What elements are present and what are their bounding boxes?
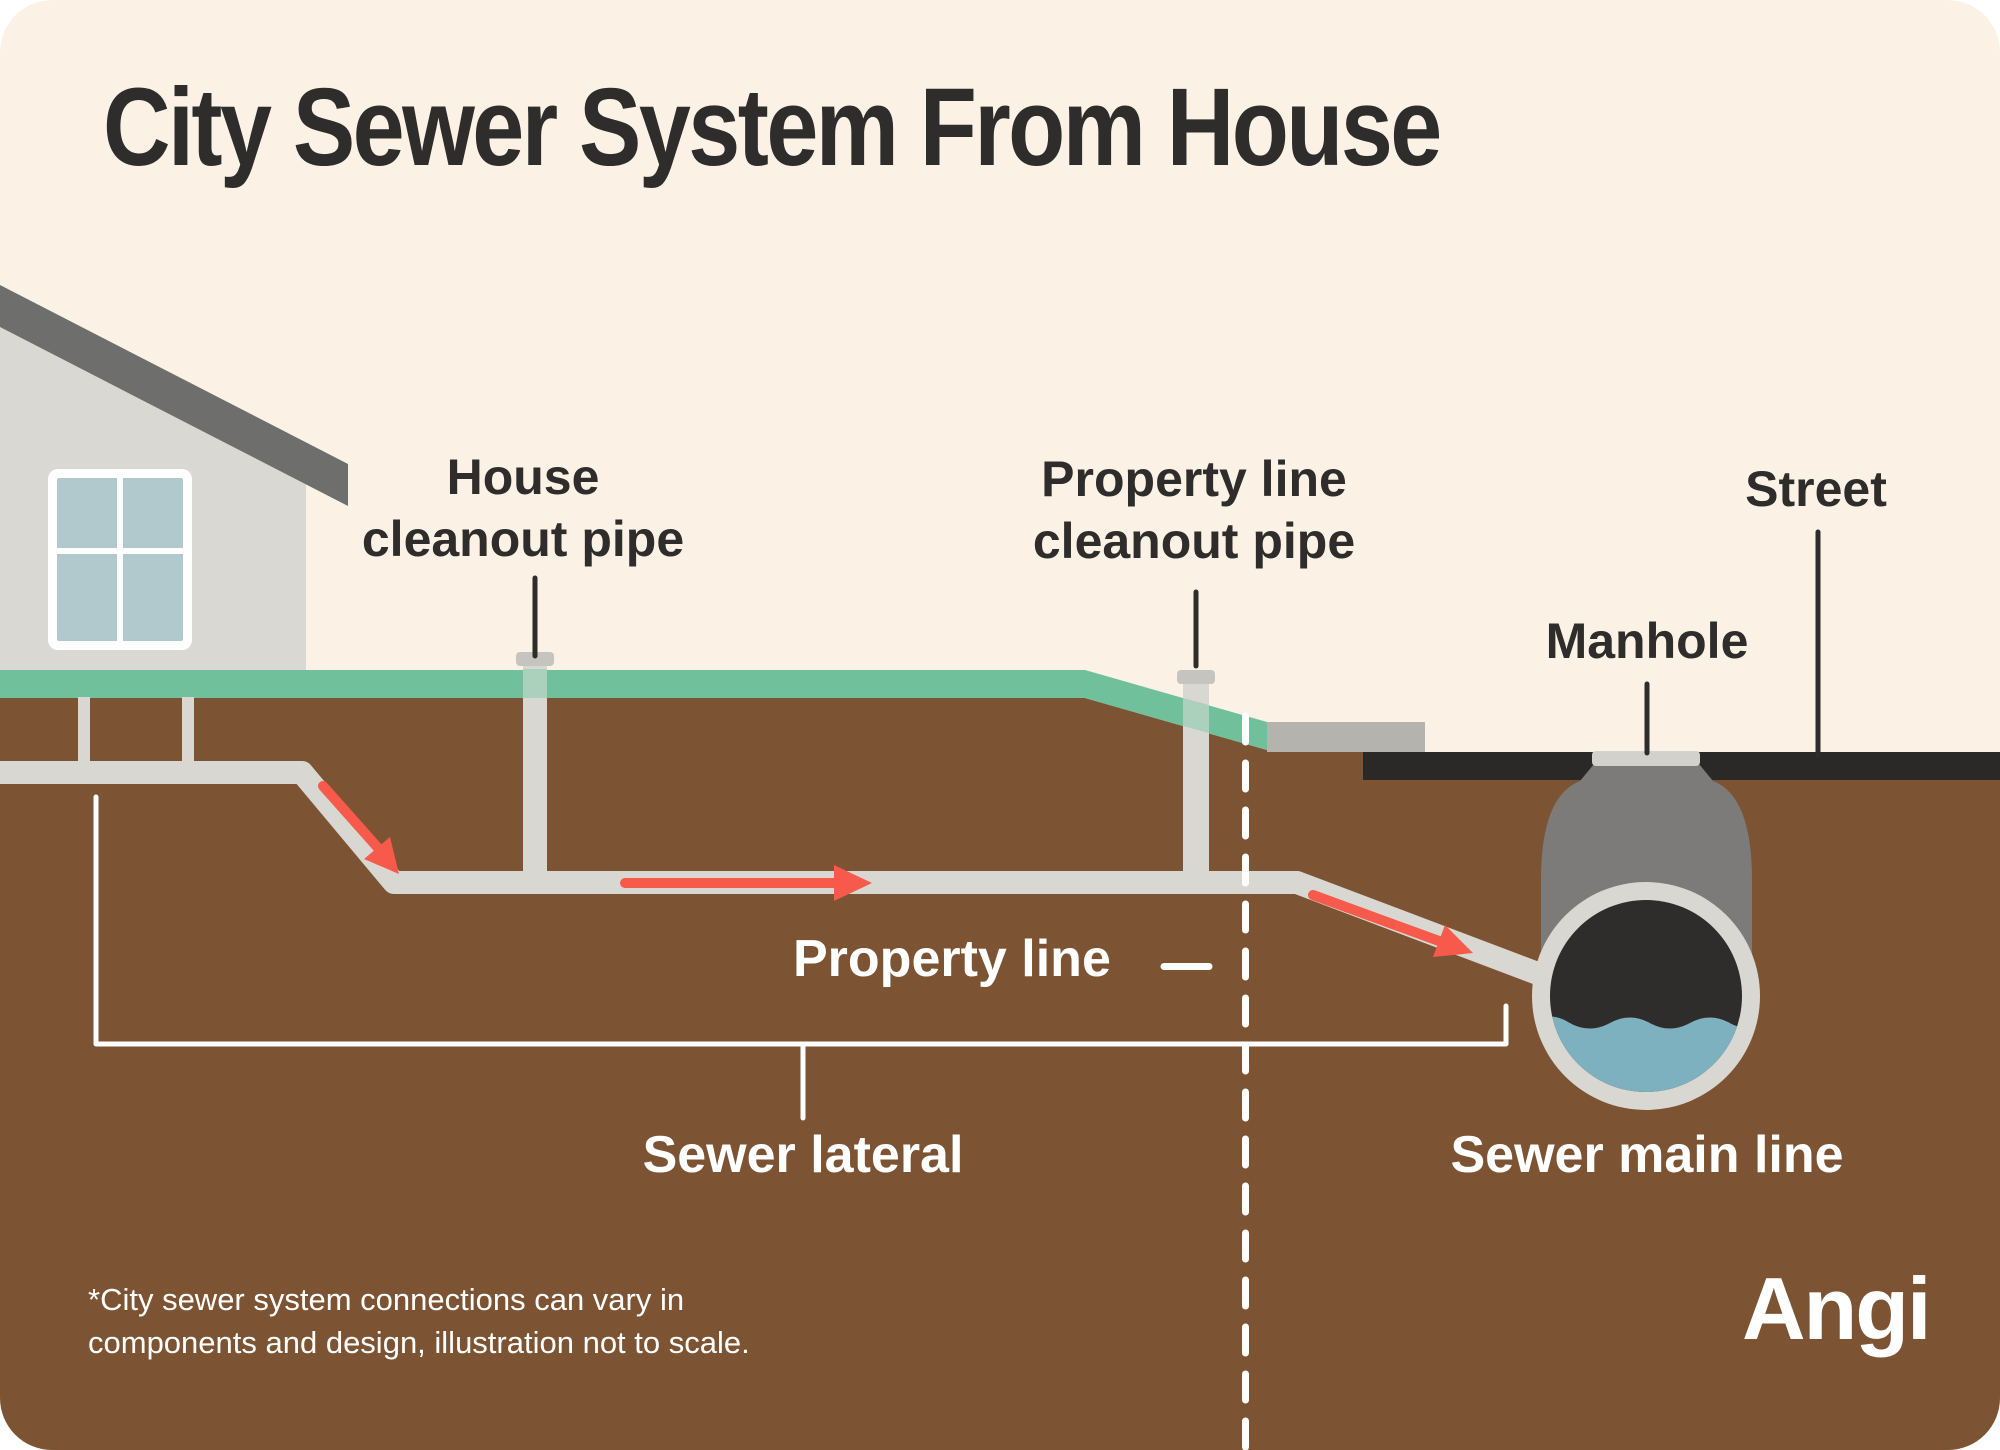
label-manhole: Manhole [1545,613,1749,669]
label-sewer-main-line: Sewer main line [1450,1126,1844,1184]
house-drain-stub-1 [78,697,90,763]
property-line-cleanout-cap [1177,670,1215,684]
flow-arrowhead-2 [834,865,872,901]
label-line: cleanout pipe [1032,513,1356,569]
disclaimer-footnote: *City sewer system connections can vary … [88,1278,750,1364]
sewer-lateral-pipe [0,761,1573,996]
angi-logo: Angi [1742,1259,1932,1358]
footnote-line: *City sewer system connections can vary … [88,1282,685,1317]
page-title: City Sewer System From House [103,66,1442,189]
manhole-cover [1592,751,1700,766]
house-window [48,469,192,650]
footnote-line: components and design, illustration not … [88,1325,750,1360]
flow-arrow-down-slope-2 [1308,890,1473,957]
flow-arrow-down-slope-1 [318,781,399,874]
house-roof [0,285,348,506]
label-street: Street [1745,461,1887,517]
label-line: House [446,449,600,505]
label-house-cleanout-pipe: House cleanout pipe [362,446,684,570]
flow-arrow-horizontal [620,865,872,901]
flow-arrowhead-1 [364,837,399,874]
label-line: cleanout pipe [361,511,685,567]
label-property-line: Property line [793,930,1111,988]
label-sewer-lateral: Sewer lateral [642,1126,964,1184]
grass-overlap-house-riser [523,669,547,698]
grass-overlap-property-riser [1183,698,1209,733]
label-line: Property line [1041,451,1347,507]
house-cleanout-cap [516,652,554,666]
label-property-line-cleanout-pipe: Property line cleanout pipe [1033,448,1355,572]
curb-slab [1267,722,1425,752]
grass [0,670,1267,750]
flow-arrowhead-3 [1433,925,1473,957]
house-drain-stub-2 [182,697,194,763]
